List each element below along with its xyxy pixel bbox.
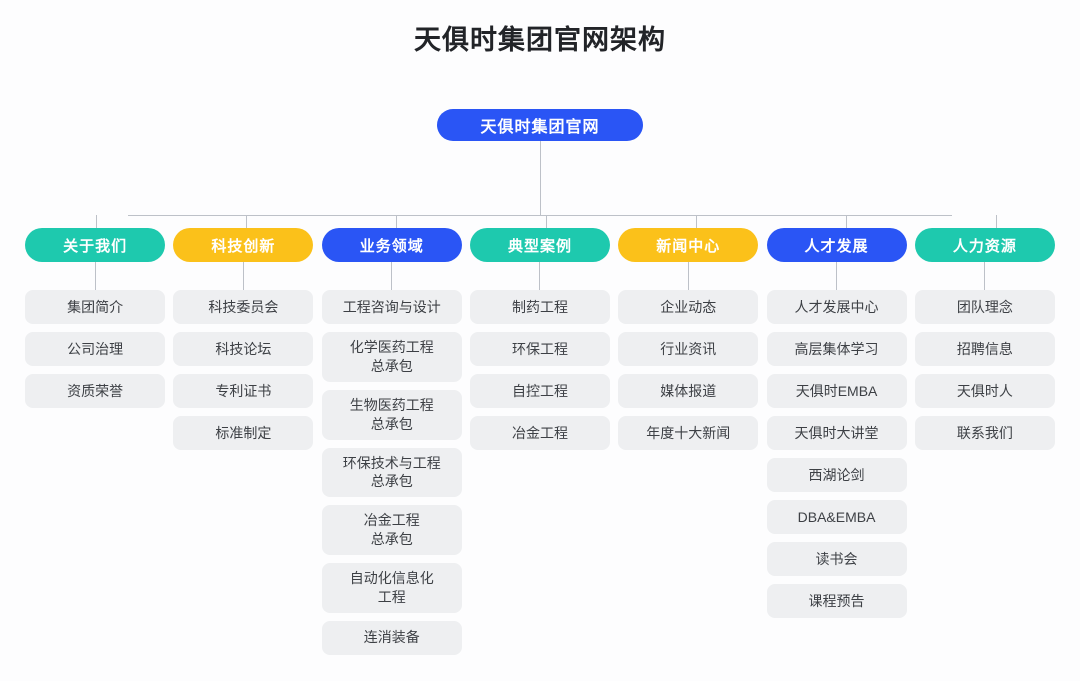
column-stem-line-7 [984, 262, 986, 290]
column-item-list-4: 制药工程环保工程自控工程冶金工程 [466, 290, 614, 450]
column-item-list-5: 企业动态行业资讯媒体报道年度十大新闻 [614, 290, 762, 450]
list-item[interactable]: 标准制定 [173, 416, 314, 450]
list-item[interactable]: 人才发展中心 [766, 290, 907, 324]
list-item[interactable]: 工程咨询与设计 [321, 290, 462, 324]
list-item[interactable]: 招聘信息 [914, 332, 1055, 366]
column-header-6[interactable]: 人才发展 [766, 228, 907, 262]
list-item[interactable]: 制药工程 [469, 290, 610, 324]
bus-tick-line-4 [546, 215, 547, 228]
column-stem-line-1 [94, 262, 96, 290]
list-item[interactable]: 高层集体学习 [766, 332, 907, 366]
column-stem-line-6 [836, 262, 838, 290]
list-item[interactable]: 年度十大新闻 [618, 416, 759, 450]
bus-tick-line-7 [996, 215, 997, 228]
list-item[interactable]: 专利证书 [173, 374, 314, 408]
bus-tick-line-2 [246, 215, 247, 228]
column-header-1[interactable]: 关于我们 [25, 228, 166, 262]
column-2: 科技创新科技委员会科技论坛专利证书标准制定 [169, 228, 317, 655]
root-stem-line [540, 141, 541, 215]
list-item[interactable]: 行业资讯 [618, 332, 759, 366]
list-item[interactable]: 连消装备 [321, 620, 462, 655]
list-item[interactable]: 科技委员会 [173, 290, 314, 324]
column-item-list-3: 工程咨询与设计化学医药工程 总承包生物医药工程 总承包环保技术与工程 总承包冶金… [318, 290, 466, 655]
root-node[interactable]: 天俱时集团官网 [437, 109, 643, 141]
list-item[interactable]: 自控工程 [469, 374, 610, 408]
horizontal-bus-line [128, 215, 952, 216]
column-item-list-7: 团队理念招聘信息天俱时人联系我们 [911, 290, 1059, 450]
column-3: 业务领域工程咨询与设计化学医药工程 总承包生物医药工程 总承包环保技术与工程 总… [318, 228, 466, 655]
list-item[interactable]: 天俱时人 [914, 374, 1055, 408]
list-item[interactable]: 企业动态 [618, 290, 759, 324]
list-item[interactable]: DBA&EMBA [766, 500, 907, 534]
column-1: 关于我们集团简介公司治理资质荣誉 [21, 228, 169, 655]
list-item[interactable]: 联系我们 [914, 416, 1055, 450]
page-title: 天俱时集团官网架构 [414, 25, 666, 55]
column-4: 典型案例制药工程环保工程自控工程冶金工程 [466, 228, 614, 655]
column-7: 人力资源团队理念招聘信息天俱时人联系我们 [911, 228, 1059, 655]
column-item-list-2: 科技委员会科技论坛专利证书标准制定 [169, 290, 317, 450]
column-header-5[interactable]: 新闻中心 [618, 228, 759, 262]
bus-tick-line-6 [846, 215, 847, 228]
column-stem-line-2 [242, 262, 244, 290]
list-item[interactable]: 冶金工程 [469, 416, 610, 450]
column-item-list-1: 集团简介公司治理资质荣誉 [21, 290, 169, 408]
column-stem-line-4 [539, 262, 541, 290]
list-item[interactable]: 生物医药工程 总承包 [321, 389, 462, 440]
column-container: 关于我们集团简介公司治理资质荣誉科技创新科技委员会科技论坛专利证书标准制定业务领… [21, 228, 1059, 655]
column-stem-line-3 [391, 262, 393, 290]
bus-tick-line-5 [696, 215, 697, 228]
column-item-list-6: 人才发展中心高层集体学习天俱时EMBA 天俱时大讲堂西湖论剑 DBA&EMBA 读书会… [762, 290, 910, 618]
column-header-4[interactable]: 典型案例 [469, 228, 610, 262]
list-item[interactable]: 公司治理 [25, 332, 166, 366]
list-item[interactable]: 科技论坛 [173, 332, 314, 366]
bus-tick-line-3 [396, 215, 397, 228]
column-header-3[interactable]: 业务领域 [321, 228, 462, 262]
column-6: 人才发展人才发展中心高层集体学习天俱时EMBA 天俱时大讲堂西湖论剑 DBA&EMB… [762, 228, 910, 655]
column-header-2[interactable]: 科技创新 [173, 228, 314, 262]
list-item[interactable]: 环保技术与工程 总承包 [321, 447, 462, 498]
list-item[interactable]: 媒体报道 [618, 374, 759, 408]
list-item[interactable]: 课程预告 [766, 584, 907, 618]
list-item[interactable]: 天俱时大讲堂 [766, 416, 907, 450]
list-item[interactable]: 读书会 [766, 542, 907, 576]
list-item[interactable]: 环保工程 [469, 332, 610, 366]
list-item[interactable]: 自动化信息化 工程 [321, 563, 462, 613]
bus-tick-line-1 [96, 215, 97, 228]
list-item[interactable]: 冶金工程 总承包 [321, 505, 462, 556]
column-stem-line-5 [687, 262, 689, 290]
column-header-7[interactable]: 人力资源 [914, 228, 1055, 262]
list-item[interactable]: 西湖论剑 [766, 458, 907, 492]
list-item[interactable]: 集团简介 [25, 290, 166, 324]
list-item[interactable]: 化学医药工程 总承包 [321, 332, 462, 382]
list-item[interactable]: 天俱时EMBA [766, 374, 907, 408]
list-item[interactable]: 资质荣誉 [25, 374, 166, 408]
list-item[interactable]: 团队理念 [914, 290, 1055, 324]
column-5: 新闻中心企业动态行业资讯媒体报道年度十大新闻 [614, 228, 762, 655]
